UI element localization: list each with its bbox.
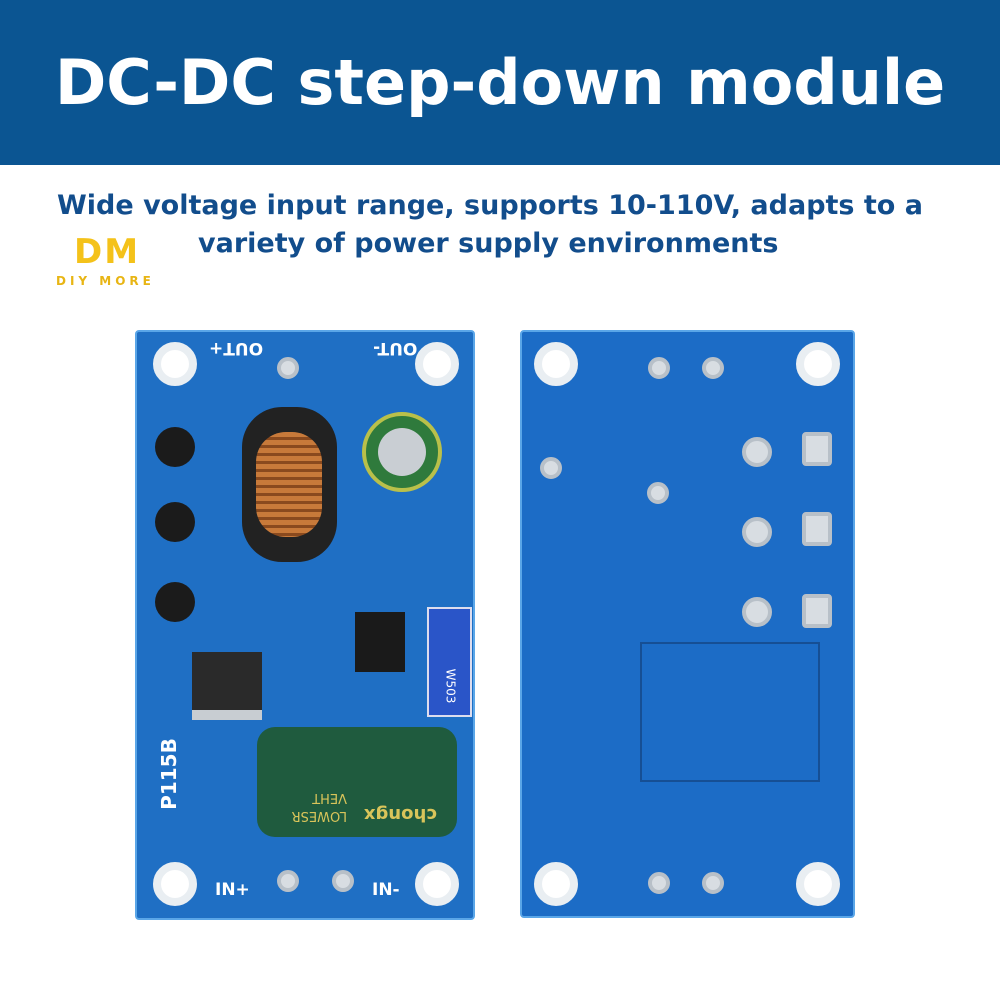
subtitle-line-2: variety of power supply environments <box>198 228 779 259</box>
solder-pad <box>802 432 832 466</box>
solder-pad <box>702 872 724 894</box>
solder-pad <box>648 872 670 894</box>
subtitle-line-1: Wide voltage input range, supports 10-11… <box>57 190 923 221</box>
capacitor <box>362 412 442 492</box>
component <box>155 582 195 622</box>
mount-hole <box>153 342 197 386</box>
cap-text-2: VEHT <box>312 790 347 805</box>
mount-hole <box>153 862 197 906</box>
header-banner: DC-DC step-down module <box>0 0 1000 165</box>
solder-pad <box>277 357 299 379</box>
pcb-front: OUT+ OUT- IN+ IN- P115B W503 chongx LOWE… <box>135 330 475 920</box>
electrolytic-capacitor: chongx LOWESR VEHT <box>257 727 457 837</box>
mount-hole <box>534 862 578 906</box>
potentiometer: W503 <box>427 607 472 717</box>
label-out-plus: OUT+ <box>209 338 264 358</box>
solder-pad <box>702 357 724 379</box>
solder-pad <box>540 457 562 479</box>
solder-pad <box>802 594 832 628</box>
solder-pad <box>648 357 670 379</box>
label-in-minus: IN- <box>372 880 400 900</box>
mount-hole <box>796 862 840 906</box>
label-out-minus: OUT- <box>373 338 418 358</box>
inductor <box>242 407 337 562</box>
solder-pad <box>802 512 832 546</box>
logo-mark: DM <box>74 232 141 272</box>
pcb-back <box>520 330 855 918</box>
cap-text-1: LOWESR <box>291 808 347 823</box>
ground-plane <box>640 642 820 782</box>
label-in-plus: IN+ <box>215 880 250 900</box>
component <box>155 502 195 542</box>
solder-pad <box>332 870 354 892</box>
solder-pad <box>742 597 772 627</box>
logo-text: DIY MORE <box>56 274 155 288</box>
model-label: P115B <box>156 738 181 810</box>
solder-pad <box>277 870 299 892</box>
solder-pad <box>742 437 772 467</box>
cap-brand: chongx <box>363 804 437 825</box>
solder-pad <box>647 482 669 504</box>
solder-pad <box>742 517 772 547</box>
mosfet <box>192 652 262 720</box>
mount-hole <box>415 862 459 906</box>
component <box>155 427 195 467</box>
brand-logo: DM DIY MORE <box>52 232 182 292</box>
mount-hole <box>796 342 840 386</box>
pot-label: W503 <box>443 668 458 704</box>
mount-hole <box>415 342 459 386</box>
ic-chip <box>355 612 405 672</box>
mount-hole <box>534 342 578 386</box>
page-title: DC-DC step-down module <box>54 46 946 119</box>
